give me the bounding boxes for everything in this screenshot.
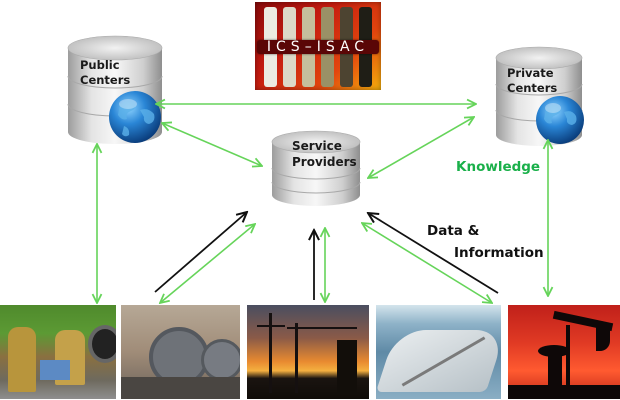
private-centers-label-line1: Private [507,66,554,80]
photo-lng-tanker-ship [376,305,501,399]
ics-isac-logo: ICS–ISAC [255,2,381,90]
public-centers-label-line1: Public [80,58,120,72]
photo-electrical-substation [247,305,369,399]
knowledge-arrow-public-service [162,123,262,166]
public-centers-label-line2: Centers [80,73,131,87]
service-providers-label: Service Providers [292,138,357,170]
logo-text: ICS–ISAC [266,39,370,55]
photo-emergency-responders [0,305,116,399]
photo-oil-pump-jack [508,305,620,399]
service-providers-database-icon [271,130,361,206]
service-providers-label-line2: Providers [292,155,357,169]
data-arrow-power-service [154,212,247,293]
knowledge-arrow-service-private [368,117,474,178]
photo-power-plant-generators [121,305,240,399]
knowledge-arrow-service-lng [362,223,492,303]
knowledge-arrow-service-power [160,224,255,303]
logo-band [257,40,379,54]
globe-icon [536,96,584,144]
knowledge-label: Knowledge [456,159,541,175]
private-centers-label: Private Centers [507,66,557,96]
data-arrow-lng-service [368,213,499,294]
public-centers-label: Public Centers [80,58,130,88]
globe-icon [109,91,161,143]
private-centers-label-line2: Centers [507,81,558,95]
data-label-line1: Data & [427,223,480,239]
service-providers-label-line1: Service [292,139,342,153]
data-label-line2: Information [454,245,544,261]
